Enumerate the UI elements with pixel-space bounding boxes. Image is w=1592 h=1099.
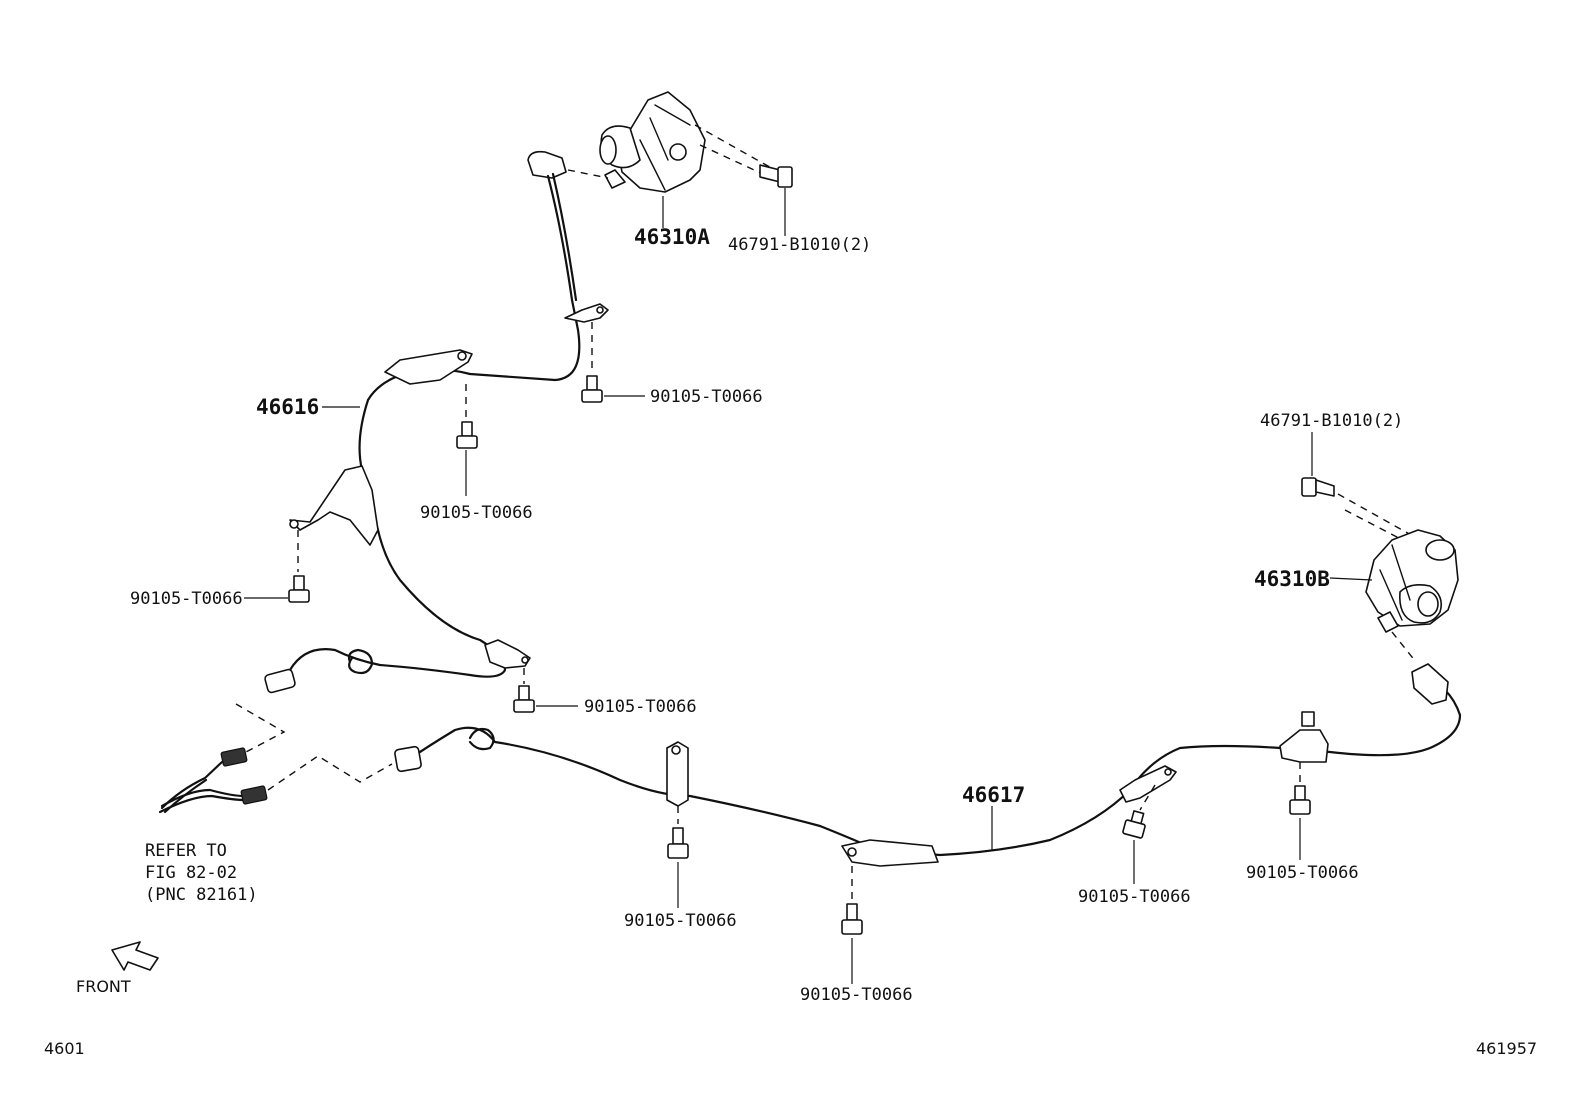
illustration-number: 461957 <box>1476 1039 1537 1058</box>
label-front-harness: 46616 <box>256 395 319 419</box>
front-harness-connector-top <box>527 150 567 179</box>
clamp-bolt-4 <box>513 685 535 713</box>
clamp-bolt-7 <box>1122 810 1146 839</box>
front-harness-connector-end <box>264 668 296 694</box>
front-arrow-icon <box>111 941 159 971</box>
label-bolt-8: 90105-T0066 <box>1246 863 1359 883</box>
label-actuator-a-bolt: 46791-B1010(2) <box>728 235 871 255</box>
rear-harness-clamp-3 <box>1119 765 1177 803</box>
rear-harness-connector <box>394 745 422 773</box>
actuator-b-motor <box>1365 529 1459 633</box>
reference-note-line2: FIG 82-02 <box>145 863 237 883</box>
front-direction-label: FRONT <box>76 977 131 996</box>
clamp-bolt-3 <box>288 575 310 603</box>
reference-note-line1: REFER TO <box>145 841 227 861</box>
front-harness-bracket-y <box>289 465 531 669</box>
rear-harness-clamp-4 <box>1279 711 1329 763</box>
label-actuator-b: 46310B <box>1254 567 1330 591</box>
actuator-a-bolt <box>759 164 793 188</box>
clamp-bolt-8 <box>1289 785 1311 815</box>
label-bolt-5: 90105-T0066 <box>624 911 737 931</box>
rear-harness-wire <box>406 688 1462 857</box>
clamp-bolt-2 <box>456 421 478 449</box>
label-rear-harness: 46617 <box>962 783 1025 807</box>
rear-harness-clamp-1 <box>666 741 689 807</box>
rear-harness-clamp-2 <box>841 839 939 867</box>
front-harness-bracket-upper <box>384 303 609 385</box>
front-harness-wire <box>276 172 581 686</box>
vehicle-harness <box>158 747 268 814</box>
clamp-bolt-6 <box>841 903 863 935</box>
label-bolt-3: 90105-T0066 <box>130 589 243 609</box>
label-actuator-b-bolt: 46791-B1010(2) <box>1260 411 1403 431</box>
label-bolt-7: 90105-T0066 <box>1078 887 1191 907</box>
actuator-a-motor <box>599 91 706 193</box>
rear-harness-connector-end <box>1411 663 1449 705</box>
label-bolt-1: 90105-T0066 <box>650 387 763 407</box>
clamp-bolt-5 <box>667 827 689 859</box>
label-bolt-4: 90105-T0066 <box>584 697 697 717</box>
label-bolt-6: 90105-T0066 <box>800 985 913 1005</box>
actuator-b-bolt <box>1301 477 1335 497</box>
reference-note-line3: (PNC 82161) <box>145 885 258 905</box>
clamp-bolt-1 <box>581 375 603 403</box>
figure-code: 4601 <box>44 1039 85 1058</box>
label-actuator-a: 46310A <box>634 225 710 249</box>
label-bolt-2: 90105-T0066 <box>420 503 533 523</box>
